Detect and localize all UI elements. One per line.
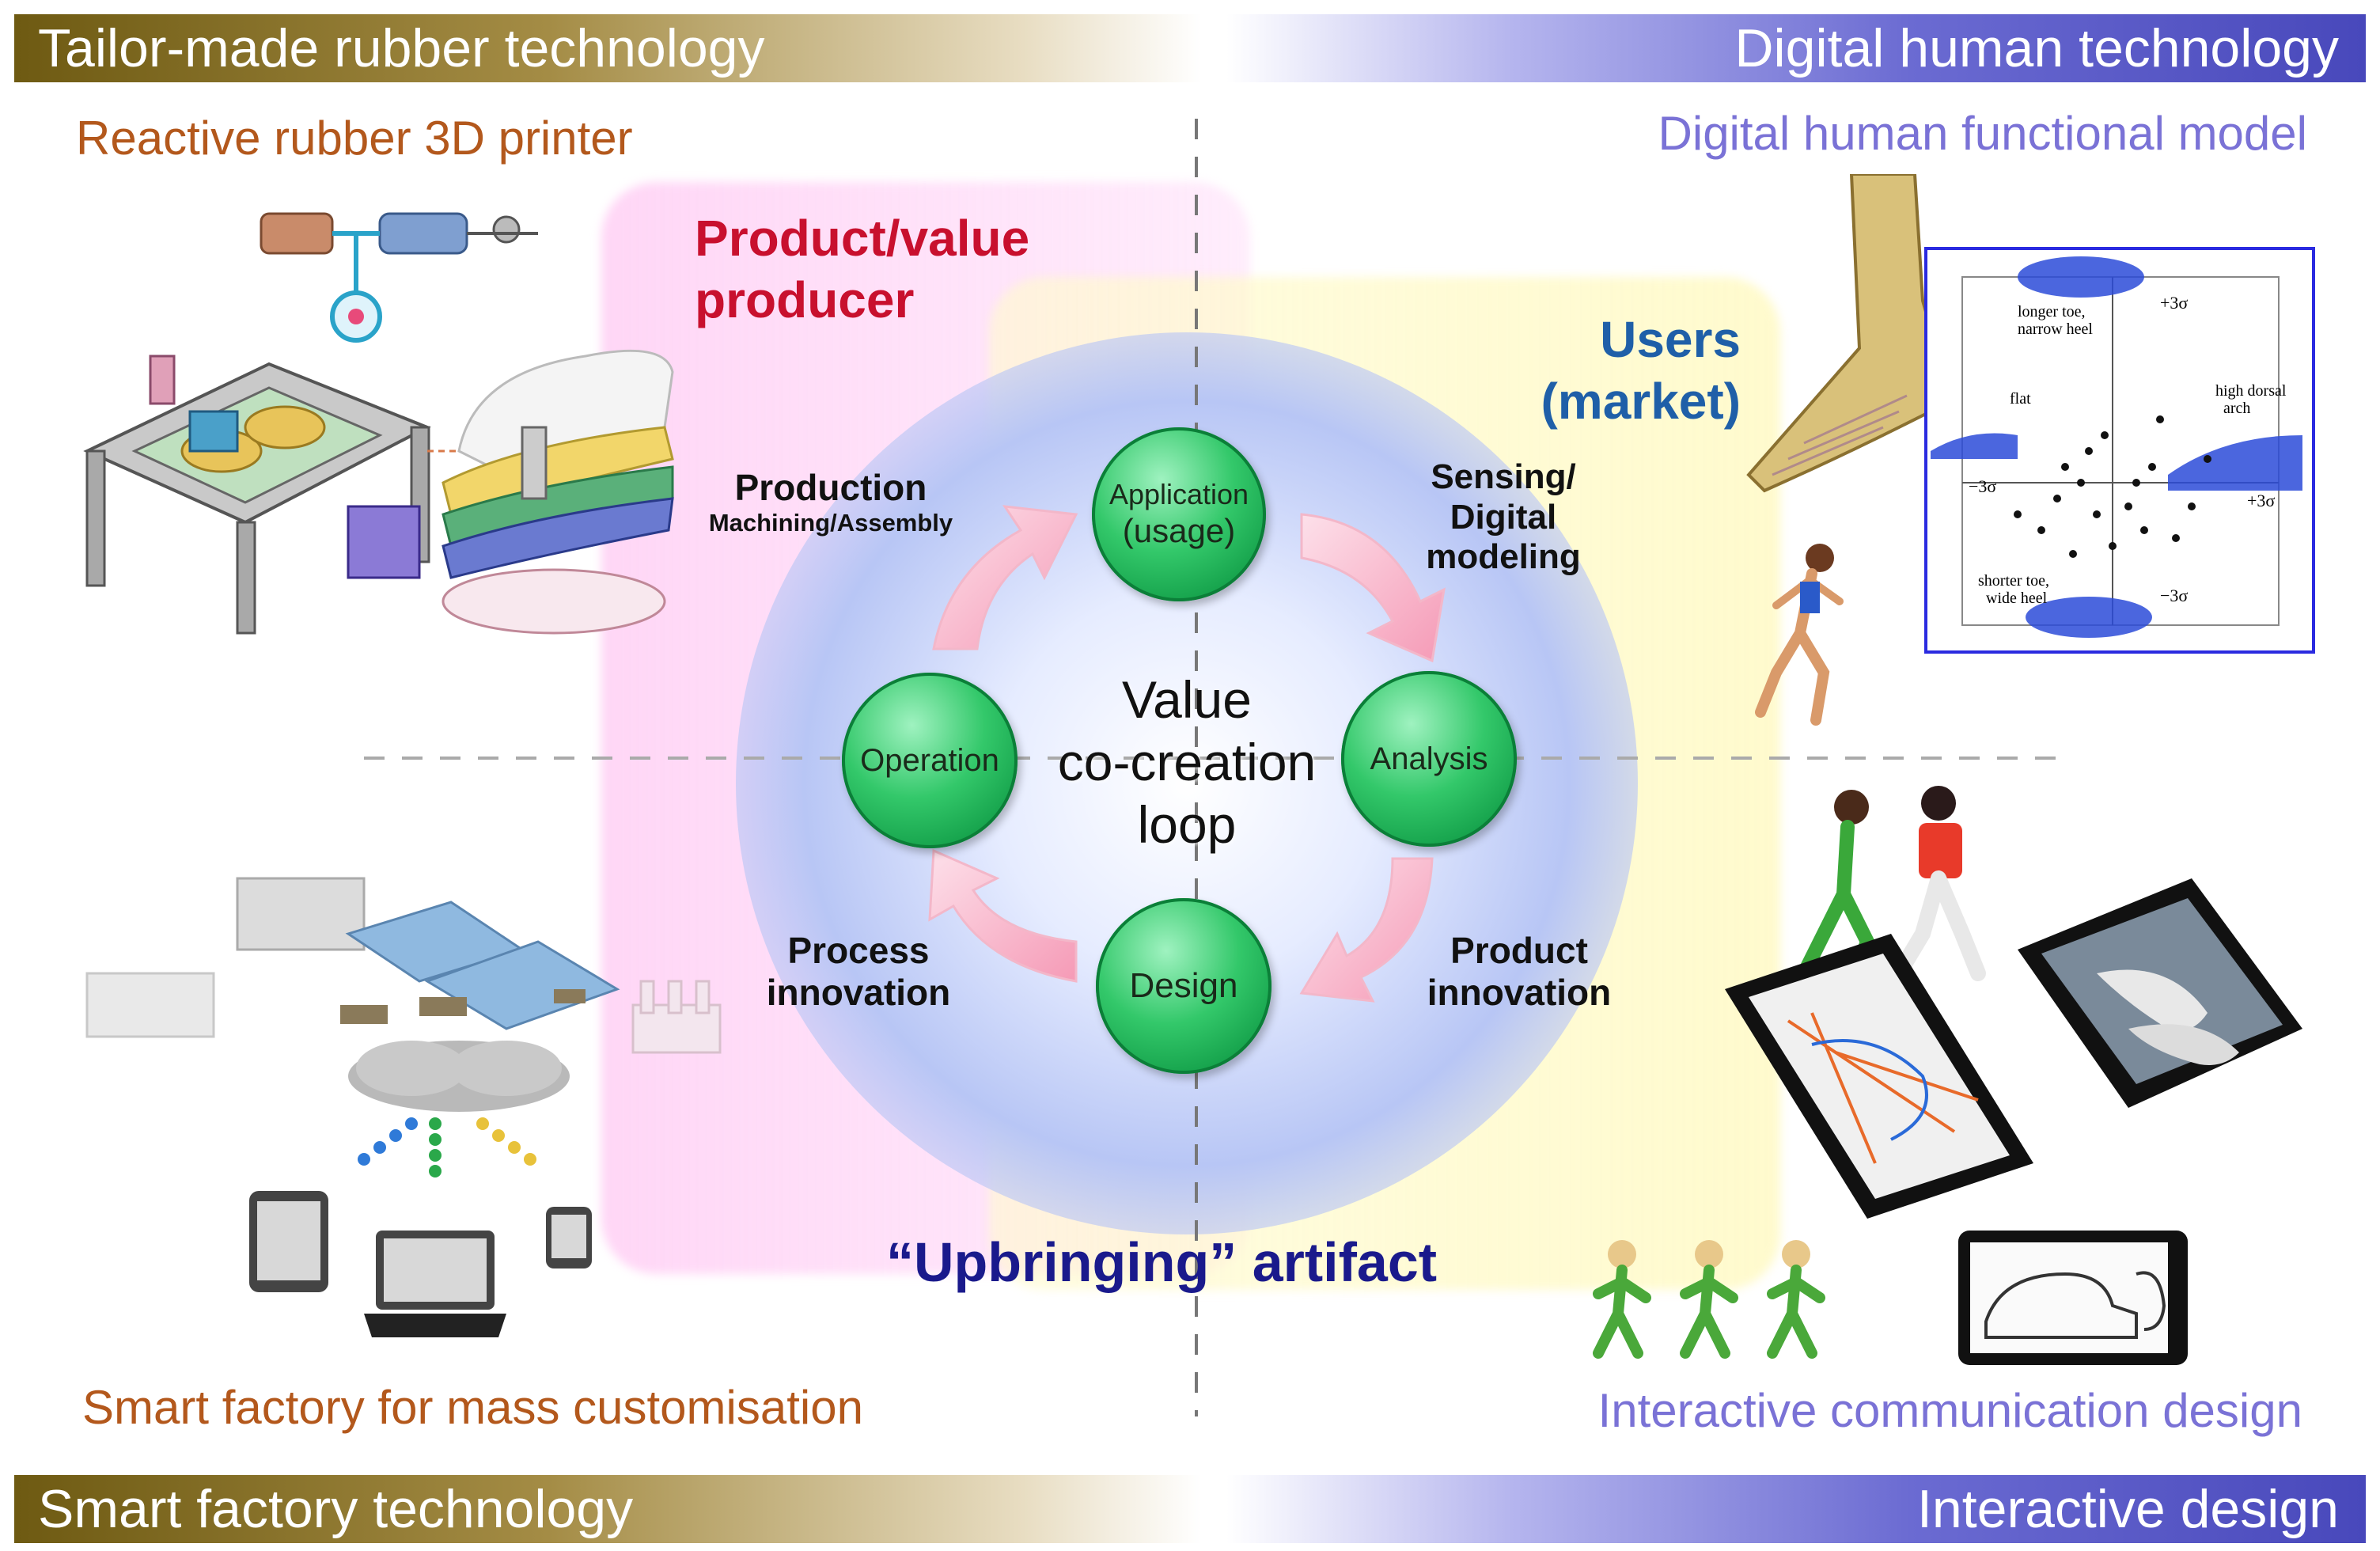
plot-plus3-top: +3σ bbox=[2160, 293, 2188, 313]
product-innovation-label: Product innovation bbox=[1393, 930, 1646, 1014]
process-innovation-label: Process innovation bbox=[732, 930, 985, 1014]
plot-high-dorsal-2: arch bbox=[2223, 400, 2250, 417]
cloud-icon bbox=[316, 1037, 601, 1195]
shoe-layers-icon bbox=[427, 309, 688, 641]
node-design-label: Design bbox=[1130, 965, 1238, 1007]
node-operation-label: Operation bbox=[860, 741, 999, 779]
center-line2: co-creation bbox=[1029, 731, 1345, 794]
runner-icon bbox=[1745, 538, 1863, 736]
center-loop-title: Value co-creation loop bbox=[1029, 669, 1345, 857]
node-application: Application (usage) bbox=[1092, 427, 1266, 601]
plot-minus3-left: −3σ bbox=[1969, 476, 1996, 496]
plot-shorter-toe-2: wide heel bbox=[1986, 590, 2048, 607]
node-design: Design bbox=[1096, 898, 1271, 1074]
process-line1: Process bbox=[732, 930, 985, 972]
node-analysis-label: Analysis bbox=[1370, 740, 1488, 778]
shoe-sketch-icon bbox=[1954, 1227, 2192, 1369]
node-application-line2: (usage) bbox=[1109, 511, 1249, 551]
phone-icon bbox=[542, 1203, 597, 1274]
tablet-icon bbox=[245, 1187, 332, 1298]
node-analysis: Analysis bbox=[1341, 671, 1517, 847]
plot-high-dorsal-1: high dorsal bbox=[2215, 382, 2287, 400]
plot-minus3-bottom: −3σ bbox=[2160, 586, 2188, 605]
node-application-line1: Application bbox=[1109, 477, 1249, 511]
plot-longer-toe-2: narrow heel bbox=[2018, 320, 2093, 338]
plot-flat: flat bbox=[2010, 390, 2031, 408]
production-sub: Machining/Assembly bbox=[688, 509, 973, 537]
plot-longer-toe-1: longer toe, bbox=[2018, 303, 2086, 320]
sensing-line2: Digital bbox=[1393, 498, 1614, 538]
foot-shape-plot: longer toe, narrow heel +3σ flat high do… bbox=[1923, 245, 2318, 657]
sensing-line3: modeling bbox=[1393, 537, 1614, 578]
tablet-foot-icon bbox=[2010, 878, 2310, 1116]
plot-shorter-toe-1: shorter toe, bbox=[1978, 572, 2049, 590]
product-line2: innovation bbox=[1393, 972, 1646, 1014]
process-line2: innovation bbox=[732, 972, 985, 1014]
kids-running-icon bbox=[1582, 1234, 1851, 1369]
sensing-label: Sensing/ Digital modeling bbox=[1393, 457, 1614, 578]
production-title: Production bbox=[688, 467, 973, 509]
plot-plus3-right: +3σ bbox=[2247, 491, 2275, 510]
product-line1: Product bbox=[1393, 930, 1646, 972]
center-line1: Value bbox=[1029, 669, 1345, 731]
sensing-line1: Sensing/ bbox=[1393, 457, 1614, 498]
node-operation: Operation bbox=[842, 673, 1018, 848]
small-factory-icon bbox=[625, 973, 728, 1060]
laptop-icon bbox=[360, 1227, 510, 1345]
tablet-design-icon bbox=[1717, 926, 2049, 1227]
factory-icon bbox=[79, 855, 633, 1060]
production-label: Production Machining/Assembly bbox=[688, 467, 973, 537]
center-line3: loop bbox=[1029, 794, 1345, 856]
